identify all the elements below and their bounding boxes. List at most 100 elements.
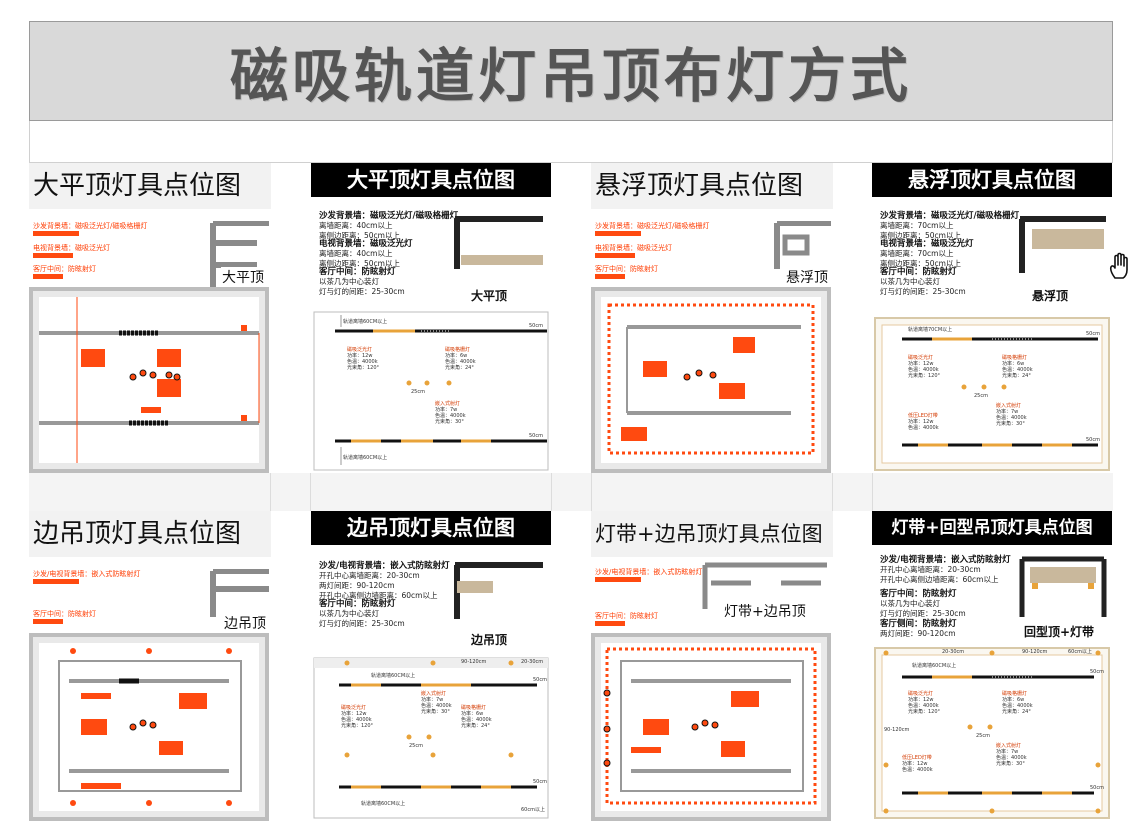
spec-tv-wall: 电视背景墙：磁吸泛光灯 离墙距离：40cm以上 离侧边距离：50cm以上 [319, 239, 413, 268]
svg-text:色温：4000k: 色温：4000k [1002, 702, 1033, 709]
redline [595, 577, 641, 582]
redline [33, 231, 79, 236]
hand-cursor-icon [1109, 252, 1128, 279]
svg-text:光束角：120°: 光束角：120° [908, 372, 941, 379]
svg-text:功率：7w: 功率：7w [435, 406, 457, 413]
svg-text:50cm: 50cm [1086, 331, 1100, 337]
svg-text:90-120cm: 90-120cm [1022, 649, 1047, 655]
panel-title: 边吊顶灯具点位图 [29, 511, 271, 557]
svg-text:色温：4000k: 色温：4000k [908, 702, 939, 709]
floor-plan: 轨道离墙70CM以上 50cm 磁吸泛光灯 功率：12w 色温：4000k 光束… [874, 317, 1110, 471]
svg-text:磁吸泛光灯: 磁吸泛光灯 [908, 354, 933, 361]
svg-text:50cm: 50cm [1090, 669, 1104, 675]
floor-plan: 轨道离墙60CM以上 50cm 磁吸泛光灯 功率：12w 色温：4000k 光束… [313, 311, 549, 471]
svg-text:25cm: 25cm [976, 733, 990, 739]
ceiling-section-icon [454, 216, 543, 269]
divider [551, 473, 552, 511]
note-tv-wall: 电视背景墙：磁吸泛光灯 [595, 244, 672, 252]
panel-edge-ceiling-detail: 边吊顶灯具点位图 沙发/电视背景墙：嵌入式防眩射灯 开孔中心离墙距离：20-30… [311, 511, 551, 821]
svg-text:光束角：24°: 光束角：24° [461, 722, 490, 729]
ceiling-section-icon [454, 562, 543, 619]
svg-text:功率：12w: 功率：12w [902, 760, 927, 767]
svg-text:嵌入式射灯: 嵌入式射灯 [996, 742, 1021, 749]
panel-lightstrip-edge-plain: 灯带+边吊顶灯具点位图 沙发/电视背景墙：嵌入式防眩射灯 客厅中间：防眩射灯 灯… [591, 511, 833, 821]
svg-text:20-30cm: 20-30cm [521, 659, 543, 665]
panel-title: 大平顶灯具点位图 [311, 163, 551, 197]
header-spacer [29, 121, 1113, 163]
note-center: 客厅中间：防眩射灯 [33, 265, 96, 273]
svg-text:磁吸泛光灯: 磁吸泛光灯 [347, 346, 372, 353]
panel-flat-ceiling-detail: 大平顶灯具点位图 沙发背景墙：磁吸泛光灯/磁吸格栅灯 离墙距离：40cm以上 离… [311, 163, 551, 473]
svg-text:光束角：24°: 光束角：24° [445, 364, 474, 371]
svg-text:轨道离墙60CM以上: 轨道离墙60CM以上 [361, 800, 405, 807]
panel-title: 大平顶灯具点位图 [29, 163, 271, 209]
svg-text:功率：12w: 功率：12w [908, 360, 933, 367]
ceiling-type-label: 大平顶 [471, 289, 508, 303]
spec-center: 客厅中间：防眩射灯 以茶几为中心装灯 灯与灯的间距：25-30cm [880, 589, 966, 618]
svg-text:色温：4000k: 色温：4000k [1002, 366, 1033, 373]
svg-text:磁吸泛光灯: 磁吸泛光灯 [908, 690, 933, 697]
svg-text:磁吸格栅灯: 磁吸格栅灯 [461, 704, 486, 711]
svg-text:功率：6w: 功率：6w [461, 710, 483, 717]
svg-text:光束角：120°: 光束角：120° [341, 722, 374, 729]
svg-text:色温：4000k: 色温：4000k [996, 754, 1027, 761]
ceiling-type-label: 灯带+边吊顶 [723, 601, 807, 621]
note-center: 客厅中间：防眩射灯 [595, 612, 658, 620]
svg-text:光束角：24°: 光束角：24° [1002, 708, 1031, 715]
svg-text:功率：7w: 功率：7w [996, 408, 1018, 415]
svg-text:色温：4000k: 色温：4000k [908, 366, 939, 373]
svg-text:90-120cm: 90-120cm [461, 659, 486, 665]
floor-plan [591, 287, 831, 473]
panel-edge-ceiling-plain: 边吊顶灯具点位图 沙发/电视背景墙：嵌入式防眩射灯 客厅中间：防眩射灯 边吊顶 [29, 511, 271, 821]
svg-text:50cm: 50cm [529, 433, 543, 439]
panel-title: 悬浮顶灯具点位图 [591, 163, 833, 209]
redline [595, 231, 641, 236]
divider [270, 473, 271, 511]
note-wall: 沙发/电视背景墙：嵌入式防眩射灯 [33, 570, 141, 578]
spec-side: 客厅侧间：防眩射灯 两灯间距：90-120cm [880, 619, 957, 638]
divider [310, 473, 311, 511]
ceiling-section-icon [702, 562, 827, 609]
svg-text:功率：6w: 功率：6w [445, 352, 467, 359]
ceiling-type-label: 边吊顶 [223, 613, 267, 633]
svg-text:光束角：120°: 光束角：120° [347, 364, 380, 371]
svg-text:50cm: 50cm [1086, 437, 1100, 443]
ceiling-section-icon [1019, 216, 1106, 273]
note-center: 客厅中间：防眩射灯 [595, 265, 658, 273]
divider [832, 473, 833, 511]
svg-text:色温：4000k: 色温：4000k [902, 766, 933, 773]
ceiling-type-label: 悬浮顶 [1032, 289, 1069, 303]
panel-title: 悬浮顶灯具点位图 [872, 163, 1112, 197]
ceiling-type-label: 大平顶 [221, 267, 265, 287]
svg-text:轨道离墙60CM以上: 轨道离墙60CM以上 [343, 454, 387, 461]
floor-plan [591, 633, 831, 821]
row-separator [29, 473, 1113, 511]
spec-center: 客厅中间：防眩射灯 以茶几为中心装灯 灯与灯的间距：25-30cm [319, 599, 405, 628]
panel-floating-ceiling-plain: 悬浮顶灯具点位图 沙发背景墙：磁吸泛光灯/磁吸格栅灯 电视背景墙：磁吸泛光灯 客… [591, 163, 833, 473]
floor-plan [29, 633, 269, 821]
panel-flat-ceiling-plain: 大平顶灯具点位图 沙发背景墙：磁吸泛光灯/磁吸格栅灯 电视背景墙：磁吸泛光灯 客… [29, 163, 271, 473]
spec-sofa-wall: 沙发背景墙：磁吸泛光灯/磁吸格栅灯 离墙距离：70cm以上 离侧边距离：50cm… [880, 211, 1020, 240]
redline [595, 274, 625, 279]
spec-sofa-wall: 沙发背景墙：磁吸泛光灯/磁吸格栅灯 离墙距离：40cm以上 离侧边距离：50cm… [319, 211, 459, 240]
svg-text:嵌入式射灯: 嵌入式射灯 [421, 690, 446, 697]
divider [591, 473, 592, 511]
spec-wall: 沙发/电视背景墙：嵌入式防眩射灯 开孔中心离墙距离：20-30cm 开孔中心离侧… [880, 555, 1011, 584]
redline [33, 274, 63, 279]
svg-text:25cm: 25cm [409, 743, 423, 749]
spec-center: 客厅中间：防眩射灯 以茶几为中心装灯 灯与灯的间距：25-30cm [880, 267, 966, 296]
svg-text:色温：4000k: 色温：4000k [347, 358, 378, 365]
svg-text:色温：4000k: 色温：4000k [341, 716, 372, 723]
panel-floating-ceiling-detail: 悬浮顶灯具点位图 沙发背景墙：磁吸泛光灯/磁吸格栅灯 离墙距离：70cm以上 离… [872, 163, 1112, 473]
ceiling-type-label: 边吊顶 [471, 633, 508, 647]
ceiling-section-icon [774, 221, 831, 269]
svg-text:25cm: 25cm [974, 393, 988, 399]
svg-text:50cm: 50cm [1090, 785, 1104, 791]
panel-title: 灯带+边吊顶灯具点位图 [591, 511, 833, 557]
svg-text:20-30cm: 20-30cm [942, 649, 964, 655]
svg-text:磁吸格栅灯: 磁吸格栅灯 [1002, 354, 1027, 361]
ceiling-section-icon [210, 221, 269, 287]
spec-wall: 沙发/电视背景墙：嵌入式防眩射灯 开孔中心离墙距离：20-30cm 两灯间距：9… [319, 561, 450, 600]
svg-text:色温：4000k: 色温：4000k [435, 412, 466, 419]
redline [33, 253, 73, 258]
